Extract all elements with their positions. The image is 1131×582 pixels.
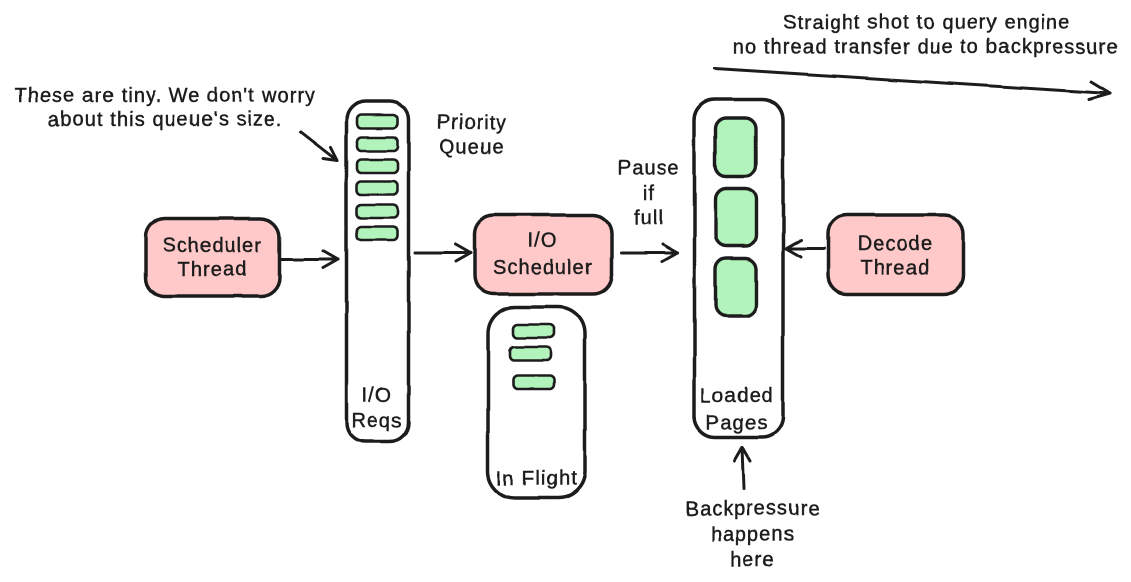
svg-text:Straight shot to query engine: Straight shot to query engine (783, 12, 1071, 34)
svg-text:happens: happens (711, 524, 795, 546)
svg-text:Loaded: Loaded (700, 385, 773, 407)
svg-text:Thread: Thread (861, 257, 931, 279)
svg-text:Backpressure: Backpressure (685, 498, 820, 520)
svg-text:full: full (634, 207, 664, 229)
svg-text:In Flight: In Flight (496, 468, 577, 490)
svg-text:if: if (643, 183, 655, 205)
svg-text:Scheduler: Scheduler (163, 235, 263, 257)
svg-text:I/O: I/O (362, 385, 392, 407)
svg-text:Scheduler: Scheduler (493, 257, 593, 279)
svg-text:Thread: Thread (178, 259, 248, 281)
svg-text:Decode: Decode (858, 233, 934, 255)
svg-text:These are tiny. We don't worry: These are tiny. We don't worry (15, 85, 317, 107)
svg-text:Pages: Pages (706, 412, 768, 434)
svg-text:Queue: Queue (439, 136, 505, 158)
svg-text:Pause: Pause (618, 158, 680, 180)
svg-text:about this queue's size.: about this queue's size. (48, 109, 283, 131)
svg-text:no thread transfer due to back: no thread transfer due to backpressure (733, 37, 1119, 59)
svg-text:I/O: I/O (528, 230, 558, 252)
svg-text:Priority: Priority (436, 112, 507, 134)
svg-text:Reqs: Reqs (351, 410, 402, 432)
svg-text:here: here (731, 549, 775, 571)
